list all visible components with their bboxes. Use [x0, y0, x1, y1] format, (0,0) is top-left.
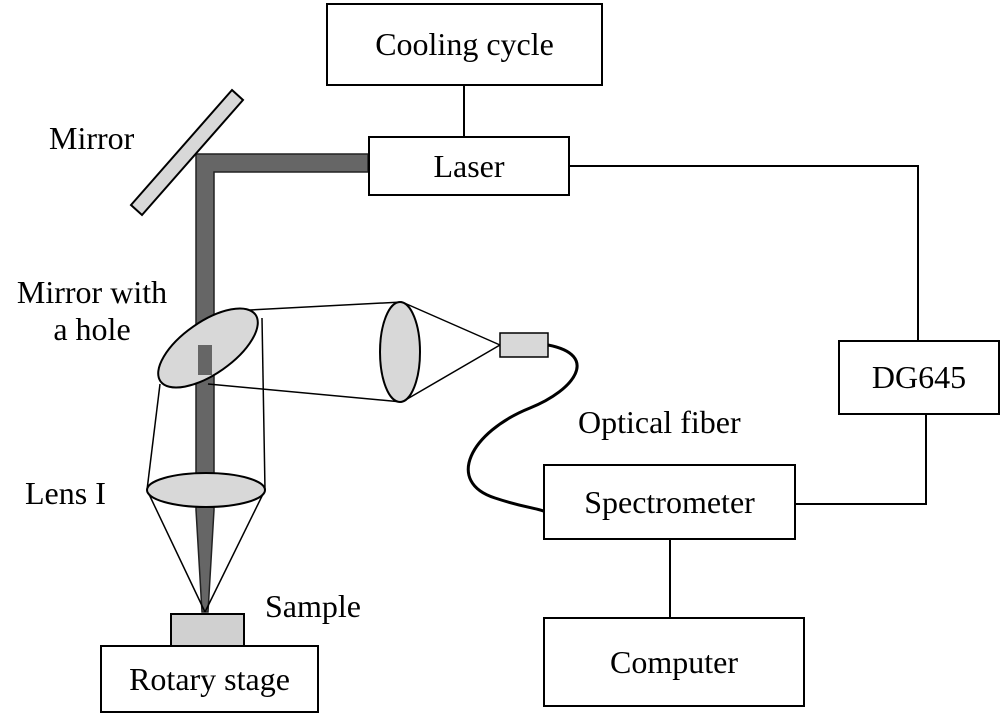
beam-through-hole [198, 345, 212, 375]
optical-fiber [466, 343, 579, 514]
fiber-cone-lower [401, 344, 501, 403]
wire-laser-dg645 [570, 165, 919, 340]
mirror-with-hole-line1: Mirror with [16, 274, 168, 310]
laser-label: Laser [433, 147, 505, 184]
computer-label: Computer [610, 643, 738, 680]
mirror-with-hole-label: Mirror with a hole [0, 274, 187, 348]
light-cone-upper [249, 301, 403, 311]
light-cone-lower [207, 383, 403, 403]
mirror-with-hole-line2: a hole [53, 310, 131, 347]
wire-dg645-spectrometer [796, 414, 927, 505]
light-cone-left-vertical [146, 383, 161, 491]
fiber-cone-upper [401, 301, 501, 346]
rotary-stage-box: Rotary stage [100, 645, 319, 713]
mirror-label: Mirror [49, 120, 135, 156]
optical-fiber-label: Optical fiber [578, 404, 741, 440]
sample [170, 613, 245, 647]
light-cone-right-vertical [261, 317, 266, 491]
sample-label: Sample [265, 588, 361, 624]
laser-beam [195, 153, 369, 613]
spectrometer-label: Spectrometer [584, 483, 755, 520]
cooling-cycle-label: Cooling cycle [375, 26, 554, 63]
steering-mirror [129, 88, 245, 217]
lens-label: Lens I [25, 475, 106, 511]
dg645-box: DG645 [838, 340, 1000, 415]
computer-box: Computer [543, 617, 805, 707]
spectrometer-box: Spectrometer [543, 464, 796, 540]
laser-box: Laser [368, 136, 570, 196]
focus-cone-right [204, 489, 266, 613]
focus-cone-left [146, 489, 206, 613]
dg645-label: DG645 [871, 359, 967, 396]
collection-lens [379, 301, 421, 403]
lens-i [146, 472, 266, 508]
fiber-coupler [499, 332, 549, 358]
cooling-cycle-box: Cooling cycle [326, 3, 603, 86]
rotary-stage-label: Rotary stage [129, 660, 290, 697]
